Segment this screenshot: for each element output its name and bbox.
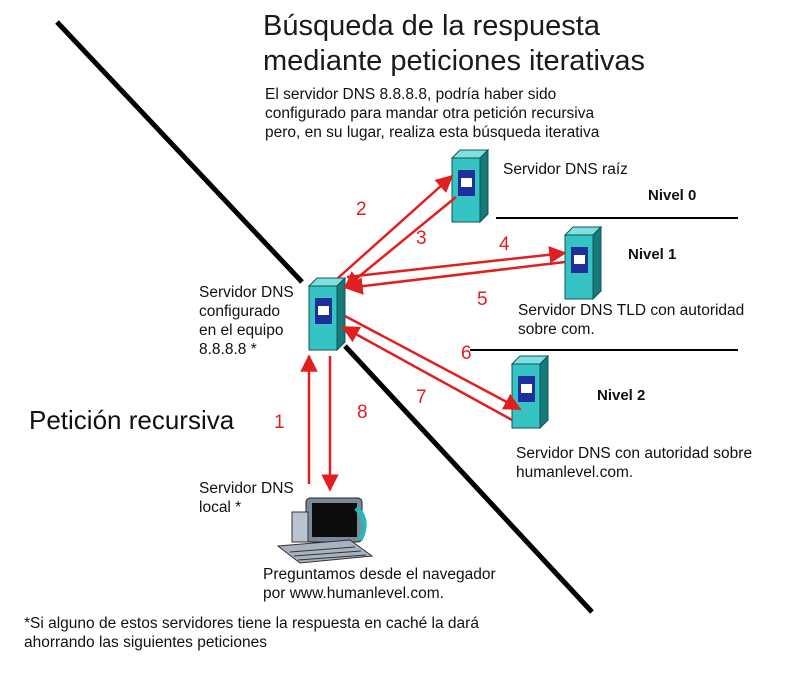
footnote: *Si alguno de estos servidores tiene la …: [24, 615, 479, 651]
resolver-server-icon: [308, 277, 346, 351]
authoritative-server-label: Servidor DNS con autoridad sobre humanle…: [516, 445, 753, 481]
step-number-1: 1: [274, 412, 285, 433]
arrow-step-3: [343, 196, 457, 290]
subtitle-note: El servidor DNS 8.8.8.8, podría haber si…: [265, 86, 600, 141]
level-1-label: Nivel 1: [628, 246, 677, 263]
step-number-5: 5: [477, 289, 488, 310]
arrow-step-4: [346, 246, 567, 279]
arrow-step-5: [345, 260, 566, 295]
resolver-server-label: Servidor DNS configurado en el equipo 8.…: [199, 284, 294, 358]
separator-line-upper: [55, 20, 304, 284]
arrow-step-2: [337, 174, 454, 279]
root-server-icon: [451, 149, 489, 223]
step-number-6: 6: [461, 343, 472, 364]
step-number-3: 3: [416, 228, 427, 249]
tld-server-label: Servidor DNS TLD con autoridad sobre com…: [518, 302, 745, 338]
arrow-step-7: [341, 325, 513, 422]
recursive-request-label: Petición recursiva: [29, 405, 235, 435]
step-number-8: 8: [357, 402, 368, 423]
page-title: Búsqueda de la respuesta mediante petici…: [263, 10, 646, 77]
client-computer-icon: [276, 497, 374, 564]
step-number-2: 2: [356, 199, 367, 220]
level-0-label: Nivel 0: [648, 187, 697, 204]
tld-server-icon: [564, 226, 602, 300]
step-number-7: 7: [416, 387, 427, 408]
level-2-label: Nivel 2: [597, 387, 646, 404]
step-number-4: 4: [499, 234, 510, 255]
local-server-label: Servidor DNS local *: [199, 480, 294, 516]
root-server-label: Servidor DNS raíz: [503, 161, 628, 178]
authoritative-server-icon: [511, 355, 549, 429]
client-label: Preguntamos desde el navegador por www.h…: [263, 566, 496, 602]
separator-line-lower: [343, 344, 594, 614]
arrow-step-6: [344, 314, 522, 411]
